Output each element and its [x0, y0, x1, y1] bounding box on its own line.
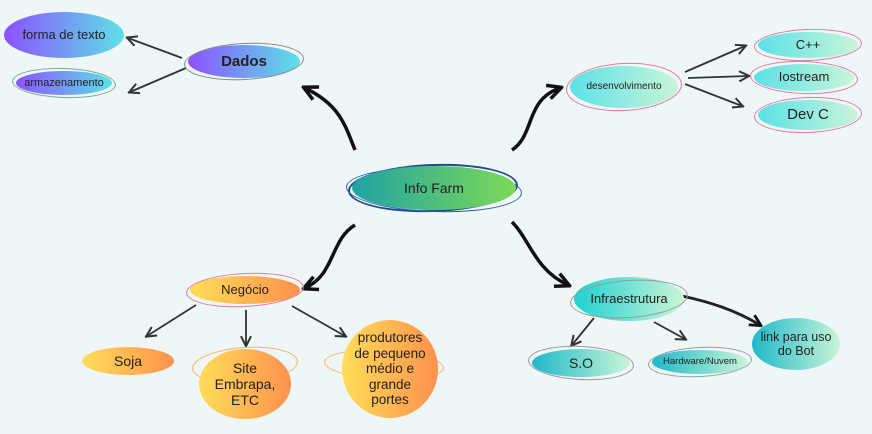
- center-node[interactable]: Info Farm: [352, 166, 516, 210]
- cpp-node[interactable]: C++: [758, 32, 858, 58]
- arrow-center-to-desenvolvimento: [510, 88, 560, 152]
- dev-c-node[interactable]: Dev C: [758, 100, 858, 130]
- so-label: S.O: [568, 354, 594, 371]
- desenvolvimento-node[interactable]: desenvolvimento: [570, 66, 678, 108]
- soja-node[interactable]: Soja: [82, 347, 174, 375]
- iostream-node[interactable]: Iostream: [754, 64, 854, 91]
- negocio-node-label: Negócio: [221, 281, 269, 297]
- link-bot-label: link para uso do Bot: [760, 329, 832, 358]
- cpp-label: C++: [795, 36, 821, 52]
- desenvolvimento-node-label: desenvolvimento: [586, 81, 662, 93]
- arrow-dev-to-iostream: [687, 76, 748, 78]
- hardware-nuvem-node[interactable]: Hardware/Nuvem: [652, 350, 748, 374]
- so-node[interactable]: S.O: [532, 349, 630, 377]
- arrow-center-to-dados: [305, 88, 357, 151]
- arrow-infra-to-so: [572, 317, 595, 345]
- site-embrapa-label: Site Embrapa, ETC: [214, 359, 276, 409]
- arrow-negocio-to-produtores: [291, 305, 345, 336]
- arrow-center-to-infraestrutura: [510, 220, 568, 285]
- forma-de-texto-node[interactable]: forma de texto: [4, 12, 124, 58]
- hardware-nuvem-label: Hardware/Nuvem: [663, 355, 737, 367]
- arrow-dados-to-armazenamento: [130, 67, 187, 92]
- center-node-label: Info Farm: [404, 179, 464, 196]
- armazenamento-label: armazenamento: [24, 76, 104, 89]
- arrow-negocio-to-soja: [147, 304, 197, 336]
- arrow-infra-to-hardware: [653, 321, 685, 339]
- arrow-dev-to-devc: [684, 83, 742, 106]
- dados-node-label: Dados: [221, 52, 267, 70]
- forma-de-texto-label: forma de texto: [22, 26, 106, 42]
- arrow-dados-to-forma: [128, 38, 183, 59]
- arrow-center-to-negocio: [305, 223, 356, 288]
- site-embrapa-node[interactable]: Site Embrapa, ETC: [199, 349, 291, 419]
- dados-node[interactable]: Dados: [188, 45, 300, 78]
- iostream-label: Iostream: [778, 69, 830, 85]
- produtores-label: produtores de pequeno médio e grande por…: [354, 330, 426, 408]
- arrow-dev-to-cpp: [684, 46, 745, 73]
- negocio-node[interactable]: Negócio: [190, 276, 300, 304]
- arrow-infra-to-link: [681, 294, 760, 325]
- infraestrutura-node[interactable]: Infraestrutura: [574, 277, 684, 321]
- link-bot-node[interactable]: link para uso do Bot: [752, 318, 840, 370]
- armazenamento-node[interactable]: armazenamento: [16, 71, 112, 95]
- soja-label: Soja: [113, 352, 143, 369]
- infraestrutura-node-label: Infraestrutura: [590, 290, 668, 306]
- dev-c-label: Dev C: [787, 106, 829, 124]
- produtores-node[interactable]: produtores de pequeno médio e grande por…: [342, 320, 438, 418]
